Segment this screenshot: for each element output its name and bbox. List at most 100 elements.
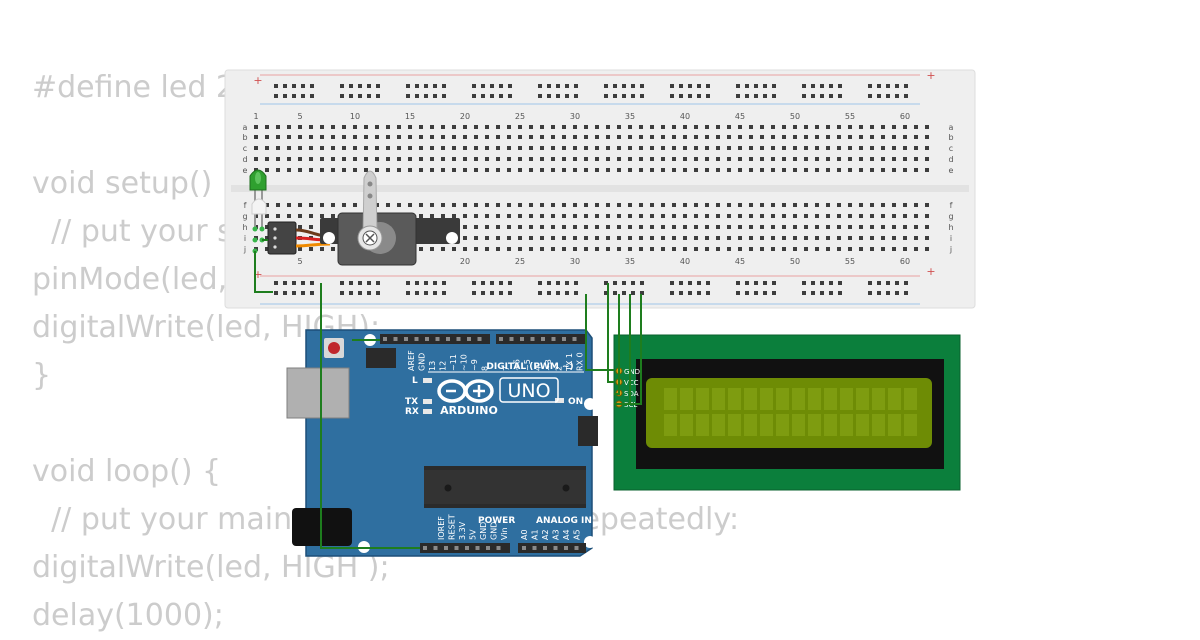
breadboard-hole[interactable] — [298, 146, 302, 150]
breadboard-hole[interactable] — [408, 146, 412, 150]
breadboard-hole[interactable] — [617, 125, 621, 129]
breadboard-hole[interactable] — [496, 214, 500, 218]
breadboard-hole[interactable] — [518, 203, 522, 207]
breadboard-hole[interactable] — [342, 157, 346, 161]
rail-hole[interactable] — [376, 281, 380, 285]
breadboard-hole[interactable] — [727, 168, 731, 172]
breadboard-hole[interactable] — [848, 135, 852, 139]
breadboard-hole[interactable] — [881, 203, 885, 207]
breadboard-hole[interactable] — [837, 146, 841, 150]
breadboard-hole[interactable] — [914, 125, 918, 129]
breadboard-hole[interactable] — [760, 247, 764, 251]
breadboard-hole[interactable] — [573, 247, 577, 251]
rail-hole[interactable] — [574, 84, 578, 88]
breadboard-hole[interactable] — [826, 157, 830, 161]
breadboard-hole[interactable] — [914, 135, 918, 139]
breadboard-hole[interactable] — [815, 225, 819, 229]
breadboard-hole[interactable] — [837, 225, 841, 229]
breadboard-hole[interactable] — [584, 146, 588, 150]
breadboard-hole[interactable] — [738, 225, 742, 229]
breadboard-hole[interactable] — [617, 168, 621, 172]
breadboard-hole[interactable] — [694, 203, 698, 207]
rail-hole[interactable] — [886, 84, 890, 88]
breadboard-hole[interactable] — [837, 168, 841, 172]
breadboard-hole[interactable] — [760, 214, 764, 218]
breadboard-hole[interactable] — [485, 135, 489, 139]
rail-hole[interactable] — [688, 291, 692, 295]
rail-hole[interactable] — [829, 94, 833, 98]
breadboard-hole[interactable] — [551, 146, 555, 150]
breadboard-hole[interactable] — [716, 236, 720, 240]
rail-hole[interactable] — [604, 281, 608, 285]
breadboard-hole[interactable] — [397, 203, 401, 207]
breadboard-hole[interactable] — [518, 225, 522, 229]
breadboard-hole[interactable] — [386, 146, 390, 150]
breadboard-hole[interactable] — [716, 225, 720, 229]
rail-hole[interactable] — [820, 84, 824, 88]
breadboard-hole[interactable] — [496, 203, 500, 207]
breadboard-hole[interactable] — [485, 236, 489, 240]
breadboard-hole[interactable] — [903, 247, 907, 251]
rail-hole[interactable] — [754, 281, 758, 285]
breadboard-hole[interactable] — [276, 146, 280, 150]
breadboard-hole[interactable] — [628, 214, 632, 218]
header-pin[interactable] — [551, 337, 556, 341]
breadboard-hole[interactable] — [903, 125, 907, 129]
rail-hole[interactable] — [688, 281, 692, 285]
rail-hole[interactable] — [283, 84, 287, 88]
breadboard-hole[interactable] — [562, 146, 566, 150]
rail-hole[interactable] — [538, 281, 542, 285]
breadboard-hole[interactable] — [518, 157, 522, 161]
breadboard-hole[interactable] — [419, 157, 423, 161]
breadboard-hole[interactable] — [441, 214, 445, 218]
breadboard-hole[interactable] — [540, 157, 544, 161]
breadboard-hole[interactable] — [397, 135, 401, 139]
breadboard-hole[interactable] — [584, 125, 588, 129]
rail-hole[interactable] — [358, 84, 362, 88]
rail-hole[interactable] — [613, 94, 617, 98]
breadboard-hole[interactable] — [650, 236, 654, 240]
rail-hole[interactable] — [613, 84, 617, 88]
breadboard-hole[interactable] — [683, 214, 687, 218]
breadboard-hole[interactable] — [782, 203, 786, 207]
breadboard-hole[interactable] — [683, 146, 687, 150]
breadboard-hole[interactable] — [353, 146, 357, 150]
rail-hole[interactable] — [481, 84, 485, 88]
breadboard-hole[interactable] — [881, 135, 885, 139]
breadboard-hole[interactable] — [562, 225, 566, 229]
rail-hole[interactable] — [886, 281, 890, 285]
breadboard-hole[interactable] — [881, 125, 885, 129]
rail-hole[interactable] — [802, 94, 806, 98]
breadboard-hole[interactable] — [661, 203, 665, 207]
breadboard-hole[interactable] — [760, 168, 764, 172]
rail-hole[interactable] — [556, 84, 560, 88]
breadboard-hole[interactable] — [474, 157, 478, 161]
rail-hole[interactable] — [604, 84, 608, 88]
breadboard-hole[interactable] — [496, 236, 500, 240]
breadboard-hole[interactable] — [463, 236, 467, 240]
breadboard-hole[interactable] — [265, 157, 269, 161]
breadboard-hole[interactable] — [309, 146, 313, 150]
breadboard-hole[interactable] — [617, 247, 621, 251]
breadboard-hole[interactable] — [496, 168, 500, 172]
breadboard-hole[interactable] — [562, 236, 566, 240]
rail-hole[interactable] — [895, 281, 899, 285]
breadboard-hole[interactable] — [540, 225, 544, 229]
breadboard-hole[interactable] — [694, 214, 698, 218]
rail-hole[interactable] — [697, 281, 701, 285]
breadboard-hole[interactable] — [793, 247, 797, 251]
rail-hole[interactable] — [565, 291, 569, 295]
breadboard-hole[interactable] — [595, 168, 599, 172]
breadboard-hole[interactable] — [540, 168, 544, 172]
breadboard-hole[interactable] — [716, 146, 720, 150]
rail-hole[interactable] — [424, 281, 428, 285]
breadboard-hole[interactable] — [265, 125, 269, 129]
breadboard-hole[interactable] — [540, 135, 544, 139]
breadboard-hole[interactable] — [331, 168, 335, 172]
breadboard-hole[interactable] — [606, 157, 610, 161]
breadboard-hole[interactable] — [925, 157, 929, 161]
breadboard-hole[interactable] — [551, 157, 555, 161]
breadboard-hole[interactable] — [529, 168, 533, 172]
breadboard-hole[interactable] — [771, 157, 775, 161]
